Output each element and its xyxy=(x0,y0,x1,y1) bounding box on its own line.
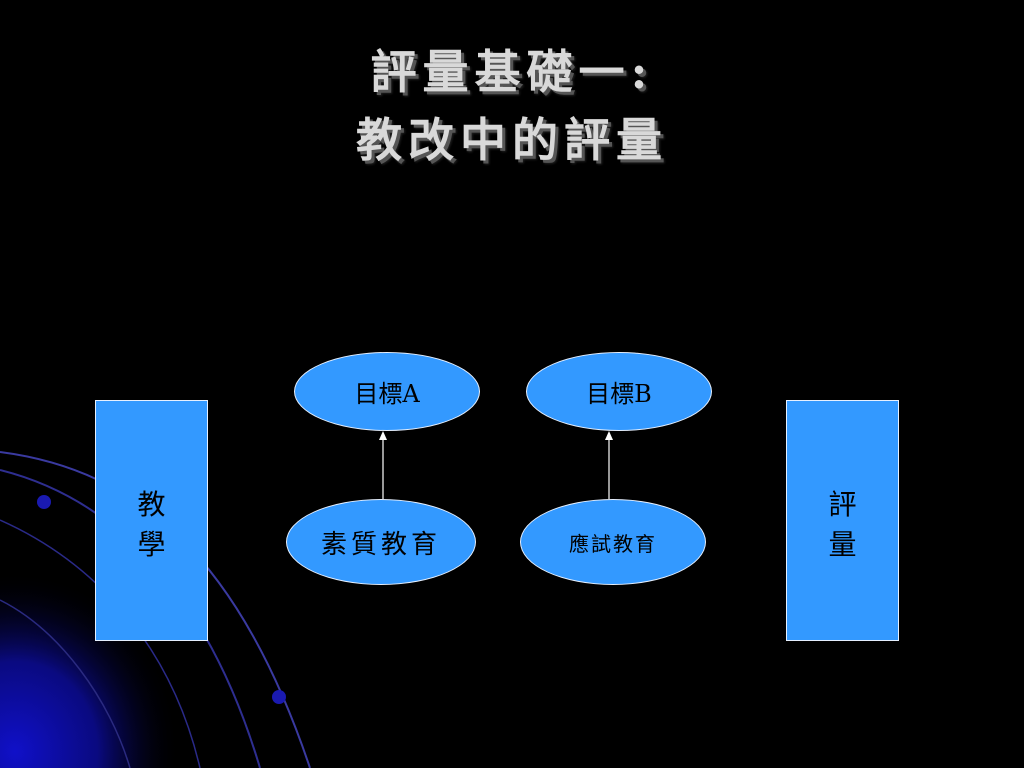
teaching-box: 教學 xyxy=(95,400,208,641)
quality-education-ellipse: 素質教育 xyxy=(286,499,476,585)
exam-education-label: 應試教育 xyxy=(569,531,657,556)
teaching-label: 教學 xyxy=(137,488,166,561)
goal-b-ellipse: 目標B xyxy=(526,352,712,431)
assessment-label: 評量 xyxy=(828,488,857,561)
goal-a-label: 目標A xyxy=(354,380,420,408)
goal-a-ellipse: 目標A xyxy=(294,352,480,431)
exam-education-ellipse: 應試教育 xyxy=(520,499,706,585)
slide-title-line1: 評量基礎一: xyxy=(370,45,654,99)
assessment-box: 評量 xyxy=(786,400,899,641)
quality-education-label: 素質教育 xyxy=(320,529,441,560)
slide-title-line2: 教改中的評量 xyxy=(356,113,668,167)
goal-b-label: 目標B xyxy=(586,380,652,408)
